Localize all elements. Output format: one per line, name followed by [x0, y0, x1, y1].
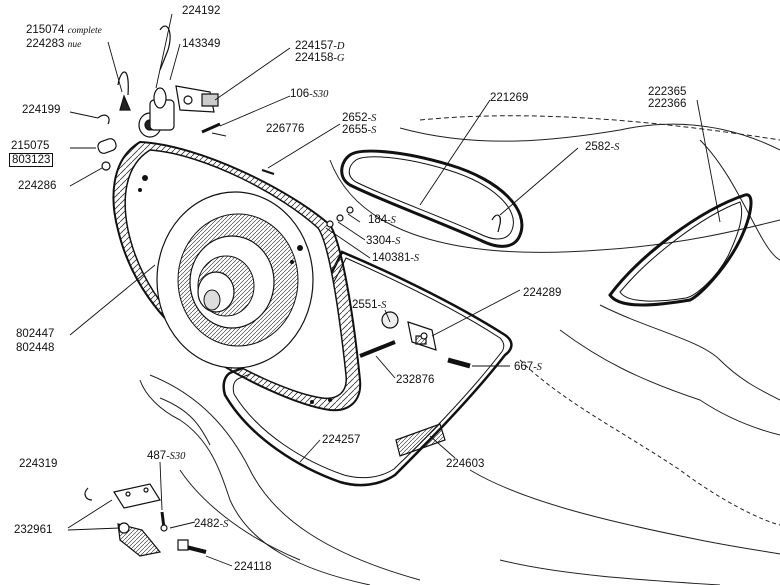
small-parts-top	[96, 115, 500, 232]
label-221269: 221269	[490, 92, 529, 104]
quarter-window-glass	[610, 195, 751, 305]
label-232876: 232876	[396, 374, 435, 386]
label-215075: 215075	[11, 140, 50, 152]
latch-bracket-224157	[176, 86, 218, 112]
label-140381: 140381-S	[372, 252, 420, 264]
label-2482: 2482-S	[194, 518, 229, 530]
label-3304: 3304-S	[366, 235, 401, 247]
label-802448: 802448	[16, 342, 55, 354]
label-226776: 226776	[266, 123, 305, 135]
label-2582: 2582-S	[585, 141, 620, 153]
label-215074: 215074 complete	[26, 24, 102, 36]
label-2551: 2551-S	[352, 299, 387, 311]
label-224199: 224199	[22, 104, 61, 116]
label-2655: 2655-S	[342, 124, 377, 136]
label-667: 667-S	[514, 361, 542, 373]
label-232961: 232961	[14, 524, 53, 536]
label-224118: 224118	[234, 561, 272, 573]
label-224192: 224192	[182, 5, 221, 17]
label-224157: 224157-D	[295, 40, 345, 52]
label-224289: 224289	[523, 287, 562, 299]
label-224603: 224603	[446, 458, 485, 470]
spare-tire-door-802447	[113, 142, 360, 410]
label-143349: 143349	[182, 38, 221, 50]
label-224319: 224319	[19, 458, 58, 470]
label-2652: 2652-S	[342, 112, 377, 124]
label-222366: 222366	[648, 98, 687, 110]
leader-lines	[68, 14, 720, 566]
car-body-outline	[140, 116, 780, 585]
label-224158: 224158-G	[295, 52, 345, 64]
label-803123: 803123	[9, 153, 54, 167]
label-184: 184-S	[368, 214, 396, 226]
label-487: 487-S30	[147, 450, 186, 462]
hinge-assembly-224289	[360, 312, 470, 456]
label-222365: 222365	[648, 86, 687, 98]
label-106: 106-S30	[290, 88, 329, 100]
label-802447: 802447	[16, 328, 55, 340]
label-224257: 224257	[322, 434, 361, 446]
label-224283: 224283 nue	[26, 38, 82, 50]
rear-window-glass	[342, 151, 522, 246]
hinge-parts-bottom	[85, 484, 206, 556]
label-224286: 224286	[18, 180, 57, 192]
